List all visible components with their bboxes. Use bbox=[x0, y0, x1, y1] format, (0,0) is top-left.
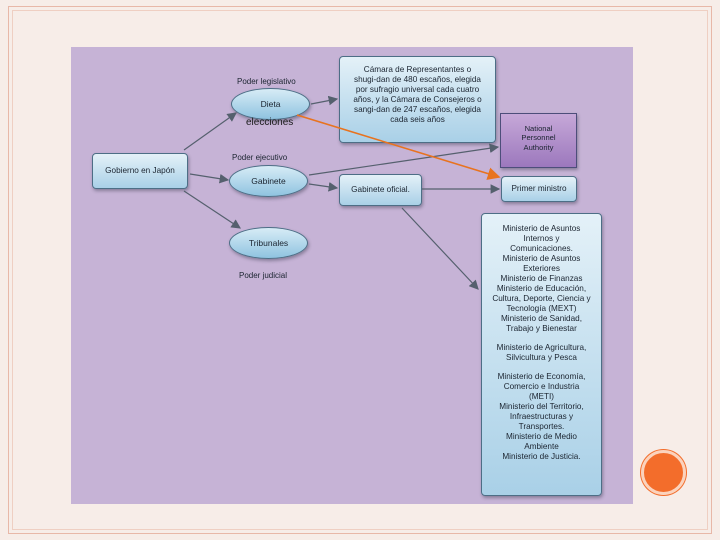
chambers-line: shugi-dan de 480 escaños, elegida bbox=[353, 75, 481, 84]
slide-border bbox=[8, 6, 712, 534]
gabinete-label: Gabinete bbox=[251, 176, 286, 186]
ministry-line: Tecnología (MEXT) bbox=[506, 304, 577, 313]
ministry-line: Ministerio de Sanidad, bbox=[500, 314, 582, 323]
ministry-line: Comercio e Industria bbox=[503, 382, 580, 391]
ministry-line: Infraestructuras y bbox=[509, 412, 574, 421]
slide-inner-border bbox=[12, 10, 708, 530]
npa-line: National bbox=[524, 124, 553, 133]
ministry-line: Ministerio de Educación, bbox=[496, 284, 587, 293]
judicial-heading: Poder judicial bbox=[239, 271, 288, 280]
prime-minister-box: Primer ministro bbox=[501, 176, 577, 202]
ministries-box: Ministerio de Asuntos Internos y Comunic… bbox=[481, 213, 602, 496]
npa-box: National Personnel Authority bbox=[500, 113, 577, 168]
ministry-line: (METI) bbox=[528, 392, 554, 401]
tribunales-label: Tribunales bbox=[248, 238, 289, 248]
ministry-line: Ambiente bbox=[524, 442, 559, 451]
cabinet-official-label: Gabinete oficial. bbox=[351, 185, 410, 194]
gabinete-node: Gabinete bbox=[229, 165, 308, 197]
ministries-group-2: Ministerio de Agricultura, Silvicultura … bbox=[488, 343, 595, 363]
executive-heading: Poder ejecutivo bbox=[232, 153, 288, 162]
ministry-line: Internos y bbox=[523, 234, 560, 243]
ministry-line: Exteriores bbox=[523, 264, 560, 273]
ministries-group-3: Ministerio de Economía, Comercio e Indus… bbox=[488, 372, 595, 462]
root-node-label: Gobierno en Japón bbox=[105, 166, 175, 175]
ministries-group-1: Ministerio de Asuntos Internos y Comunic… bbox=[488, 224, 595, 334]
ministry-line: Ministerio de Medio bbox=[506, 432, 577, 441]
ministry-line: Silvicultura y Pesca bbox=[506, 353, 577, 362]
ministry-line: Ministerio de Asuntos bbox=[502, 224, 581, 233]
ministry-line: Cultura, Deporte, Ciencia y bbox=[492, 294, 591, 303]
prime-minister-label: Primer ministro bbox=[511, 184, 567, 193]
legislative-heading: Poder legislativo bbox=[237, 77, 296, 86]
npa-line: Authority bbox=[523, 142, 554, 152]
ministry-line: Ministerio de Economía, bbox=[497, 372, 586, 381]
orange-circle-decoration bbox=[641, 450, 686, 495]
ministry-line: Ministerio de Justicia. bbox=[502, 452, 581, 461]
ministry-line: Ministerio de Agricultura, bbox=[496, 343, 587, 352]
ministry-line: Transportes. bbox=[518, 422, 565, 431]
chambers-box: Cámara de Representantes o shugi-dan de … bbox=[339, 56, 496, 143]
dieta-label: Dieta bbox=[260, 99, 281, 109]
chambers-line: Cámara de Representantes o bbox=[363, 65, 472, 74]
dieta-node: Dieta bbox=[231, 88, 310, 120]
ministry-line: Trabajo y Bienestar bbox=[506, 324, 577, 333]
chambers-line: cada seis años bbox=[390, 115, 445, 124]
chambers-line: años, y la Cámara de Consejeros o bbox=[353, 95, 482, 104]
chambers-line: por sufragio universal cada cuatro bbox=[355, 85, 480, 94]
root-node: Gobierno en Japón bbox=[92, 153, 188, 189]
cabinet-official-box: Gabinete oficial. bbox=[339, 174, 422, 206]
ministry-line: Ministerio del Territorio, bbox=[499, 402, 584, 411]
ministry-line: Ministerio de Finanzas bbox=[500, 274, 583, 283]
chambers-line: sangi-dan de 247 escaños, elegida bbox=[353, 105, 481, 114]
ministry-line: Comunicaciones. bbox=[510, 244, 573, 253]
npa-line: Personnel bbox=[521, 133, 556, 143]
ministry-line: Ministerio de Asuntos bbox=[502, 254, 581, 263]
tribunales-node: Tribunales bbox=[229, 227, 308, 259]
elecciones-annotation: elecciones bbox=[246, 117, 294, 128]
